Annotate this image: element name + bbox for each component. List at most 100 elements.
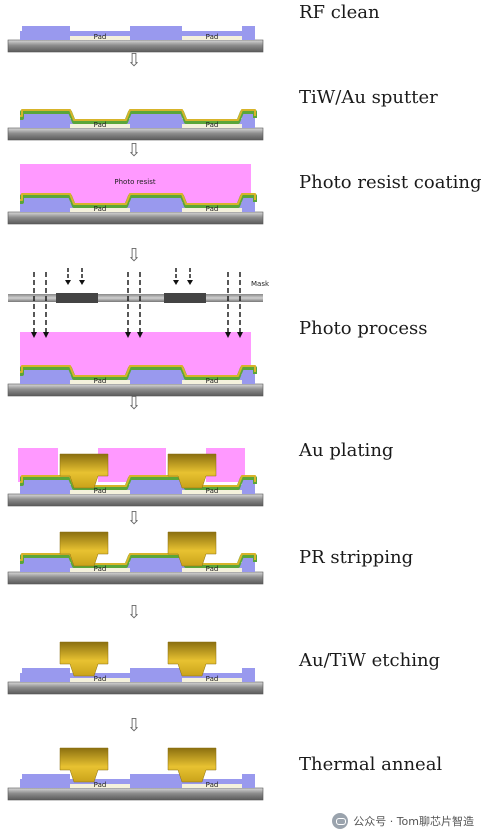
pad bbox=[182, 124, 242, 128]
pad-label: Pad bbox=[94, 377, 107, 385]
uv-arrowhead bbox=[237, 332, 243, 338]
pad bbox=[182, 568, 242, 572]
passivation-block bbox=[130, 26, 182, 40]
step-label: TiW/Au sputter bbox=[299, 87, 438, 108]
pad-label: Pad bbox=[206, 377, 219, 385]
au-bump bbox=[167, 747, 217, 783]
uv-arrowhead bbox=[65, 280, 71, 285]
mask-opaque-region bbox=[56, 293, 98, 303]
substrate bbox=[7, 211, 264, 225]
pad-label: Pad bbox=[94, 205, 107, 213]
au-bump bbox=[59, 641, 109, 677]
passivation-block bbox=[242, 668, 255, 682]
passivation-block bbox=[22, 668, 70, 682]
step-label: Photo process bbox=[299, 318, 428, 339]
au-seed-layer bbox=[20, 109, 256, 121]
pad bbox=[70, 784, 130, 788]
down-arrow-icon: ⇩ bbox=[126, 140, 141, 161]
step-label: PR stripping bbox=[299, 547, 413, 568]
au-bump bbox=[59, 747, 109, 783]
uv-arrowhead bbox=[173, 280, 179, 285]
pad bbox=[182, 36, 242, 40]
substrate bbox=[7, 127, 264, 141]
pad-label: Pad bbox=[94, 487, 107, 495]
pad bbox=[182, 208, 242, 212]
passivation-block bbox=[242, 198, 255, 212]
au-bump bbox=[167, 453, 217, 489]
passivation-block bbox=[242, 558, 255, 572]
au-seed-layer bbox=[20, 193, 256, 205]
pad bbox=[70, 124, 130, 128]
au-bump bbox=[167, 641, 217, 677]
watermark-text: 公众号 · Tom聊芯片智造 bbox=[353, 815, 474, 828]
pad-label: Pad bbox=[206, 205, 219, 213]
passivation-block bbox=[130, 114, 182, 128]
pad-label: Pad bbox=[206, 121, 219, 129]
passivation-block bbox=[130, 480, 182, 494]
pad bbox=[70, 36, 130, 40]
pad-label: Pad bbox=[94, 675, 107, 683]
step-label: Au plating bbox=[298, 440, 393, 461]
pad-label: Pad bbox=[206, 565, 219, 573]
au-seed-layer bbox=[20, 365, 256, 377]
passivation-block bbox=[130, 370, 182, 384]
uv-arrowhead bbox=[79, 280, 85, 285]
passivation-block bbox=[242, 774, 255, 788]
pad bbox=[70, 678, 130, 682]
pad bbox=[182, 784, 242, 788]
substrate bbox=[7, 571, 264, 585]
mask bbox=[8, 294, 263, 302]
passivation-block bbox=[242, 480, 255, 494]
passivation-block bbox=[22, 198, 70, 212]
pad bbox=[70, 568, 130, 572]
step-label: Au/TiW etching bbox=[298, 650, 440, 671]
uv-arrowhead bbox=[225, 332, 231, 338]
pad-label: Pad bbox=[206, 487, 219, 495]
uv-arrowhead bbox=[137, 332, 143, 338]
passivation-block bbox=[242, 114, 255, 128]
passivation-block bbox=[22, 114, 70, 128]
substrate bbox=[7, 493, 264, 507]
photoresist-label: Photo resist bbox=[114, 178, 155, 186]
mask-label: Mask bbox=[251, 280, 270, 288]
down-arrow-icon: ⇩ bbox=[126, 508, 141, 529]
pad-label: Pad bbox=[94, 781, 107, 789]
passivation-block bbox=[130, 668, 182, 682]
mask-opaque-region bbox=[164, 293, 206, 303]
down-arrow-icon: ⇩ bbox=[126, 715, 141, 736]
passivation-block bbox=[242, 26, 255, 40]
passivation-block bbox=[22, 26, 70, 40]
substrate bbox=[7, 787, 264, 801]
step-label: Photo resist coating bbox=[299, 172, 482, 193]
au-bump bbox=[59, 453, 109, 489]
process-step: Pad Pad PR stripping bbox=[7, 531, 413, 585]
pad bbox=[70, 490, 130, 494]
passivation-block bbox=[22, 774, 70, 788]
passivation-block bbox=[22, 558, 70, 572]
uv-arrowhead bbox=[125, 332, 131, 338]
passivation-block bbox=[130, 558, 182, 572]
passivation-block bbox=[22, 370, 70, 384]
au-seed-layer bbox=[20, 553, 256, 565]
passivation-block bbox=[130, 198, 182, 212]
pad bbox=[70, 208, 130, 212]
au-seed-layer bbox=[20, 475, 256, 487]
passivation-block bbox=[130, 774, 182, 788]
uv-arrowhead bbox=[31, 332, 37, 338]
down-arrow-icon: ⇩ bbox=[126, 50, 141, 71]
pad bbox=[182, 490, 242, 494]
chat-bubble-icon bbox=[332, 813, 349, 829]
pad-label: Pad bbox=[94, 565, 107, 573]
down-arrow-icon: ⇩ bbox=[126, 602, 141, 623]
down-arrow-icon: ⇩ bbox=[126, 393, 141, 414]
pad-label: Pad bbox=[206, 781, 219, 789]
down-arrow-icon: ⇩ bbox=[126, 245, 141, 266]
substrate bbox=[7, 681, 264, 695]
au-bump bbox=[167, 531, 217, 567]
